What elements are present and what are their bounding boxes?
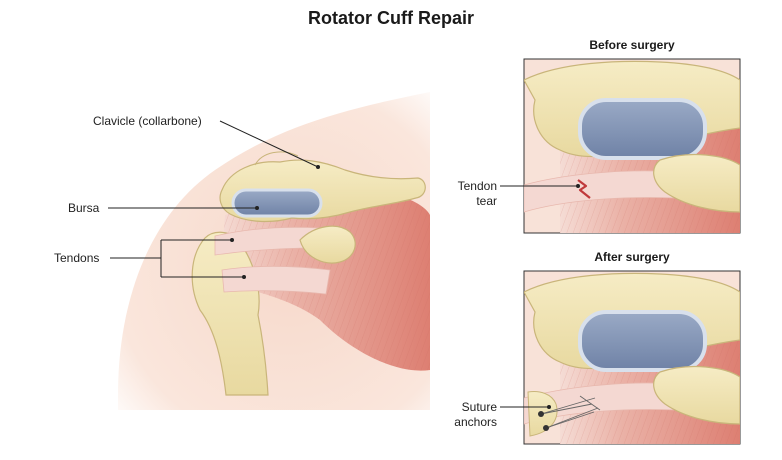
suture-lines [540,395,601,429]
leader-tendons-dot-lower [242,275,246,279]
suture-anchor-upper [538,411,544,417]
leader-clavicle-dot [316,165,320,169]
main-labels: Clavicle (collarbone) Bursa Tendons [54,114,320,279]
leader-tendons-dot-upper [230,238,234,242]
label-bursa: Bursa [68,201,100,215]
panel-before: Tendon tear [458,58,741,234]
diagram-title: Rotator Cuff Repair [308,8,474,28]
leader-clavicle [219,120,319,168]
tendon-lower [221,265,331,295]
panel-after-title: After surgery [594,250,670,264]
label-tendon-tear-line1: Tendon [458,179,497,193]
bursa-sac [231,188,323,218]
scapula-bone [299,225,356,264]
label-suture-anchors-line2: anchors [454,415,497,429]
panel-after: Suture anchors [454,270,741,445]
tendon-tear-mark [577,179,591,199]
label-tendons: Tendons [54,251,99,265]
label-clavicle: Clavicle (collarbone) [93,114,202,128]
label-tendon-tear-line2: tear [476,194,497,208]
panel-before-title: Before surgery [589,38,675,52]
leader-bursa-dot [255,206,259,210]
leader-tendons [110,239,244,278]
suture-anchor-lower [543,425,549,431]
shoulder-illustration [118,92,430,410]
label-suture-anchors-line1: Suture [462,400,498,414]
